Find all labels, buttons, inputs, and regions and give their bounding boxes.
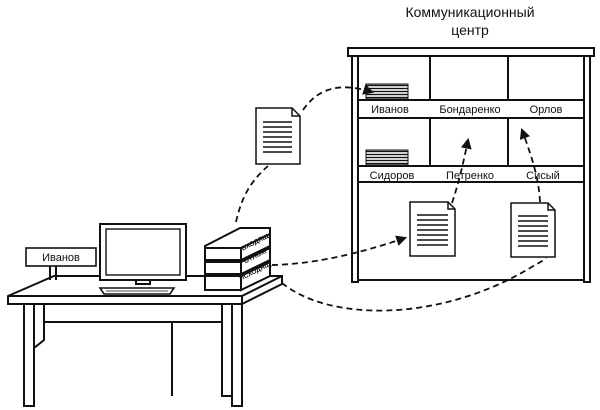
arrow-icon	[235, 165, 269, 223]
tray-icon	[204, 227, 271, 292]
arrow-icon	[271, 235, 408, 266]
paper-stack-icon	[365, 149, 409, 166]
arrow-icon	[451, 137, 472, 204]
arrow-icon	[302, 84, 375, 111]
nameplate: Иванов	[25, 247, 97, 280]
shelf-label-ivanov: Иванов	[371, 104, 409, 116]
monitor-icon	[99, 223, 187, 285]
document-icon	[255, 107, 301, 165]
center-title-line2: центр	[451, 22, 489, 38]
center-title-line1: Коммуникационный	[405, 4, 534, 20]
shelf-label-sidorov: Сидоров	[370, 170, 415, 182]
paper-stack-icon	[365, 83, 409, 100]
arrow-icon	[281, 257, 547, 312]
shelf-icon	[347, 47, 595, 283]
shelf-label-orlov: Орлов	[530, 104, 563, 116]
shelf-label-petrenko: Петренко	[446, 170, 494, 182]
keyboard-icon	[98, 287, 176, 295]
desk	[7, 275, 283, 407]
shelf-label-sisy: Сиcый	[526, 170, 560, 182]
nameplate-text: Иванов	[42, 252, 80, 264]
document-icon	[510, 202, 556, 258]
arrow-icon	[519, 127, 541, 203]
shelf-label-bondarenko: Бондаренко	[439, 104, 500, 116]
document-icon	[409, 201, 456, 257]
